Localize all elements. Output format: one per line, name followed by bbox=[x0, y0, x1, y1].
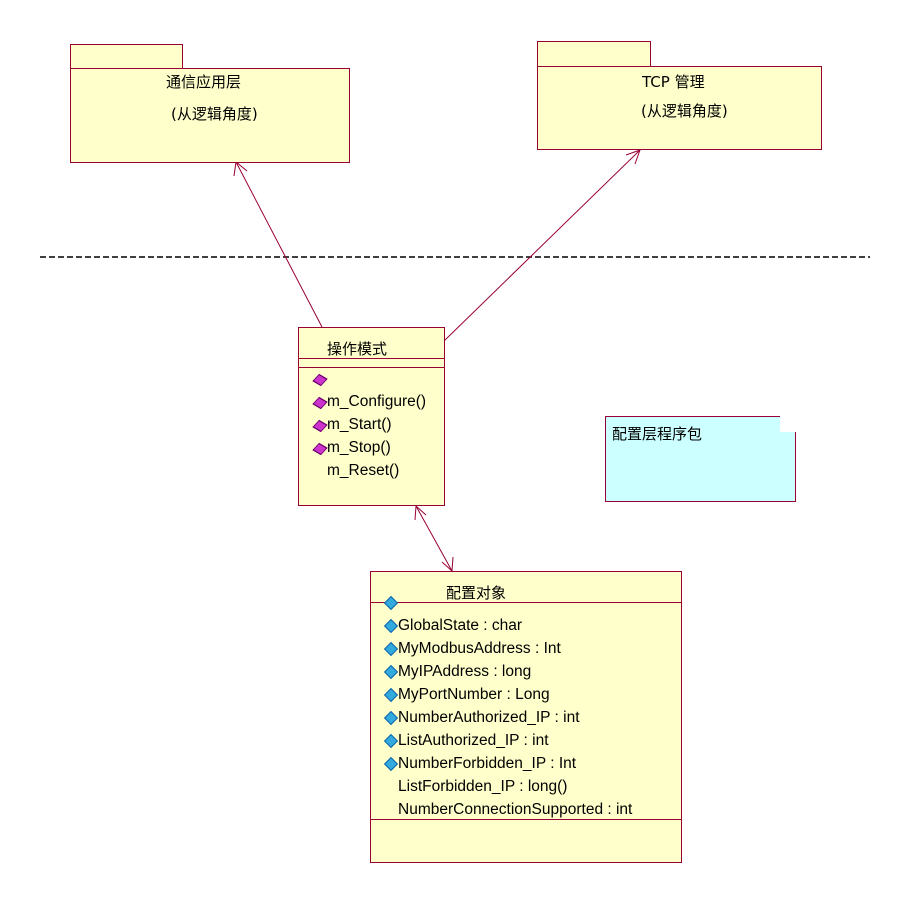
arrowhead-tcp bbox=[625, 149, 641, 165]
attribute-label: MyPortNumber : Long bbox=[398, 686, 550, 703]
dependency-mode-to-tcp[interactable] bbox=[443, 149, 641, 342]
package-comm-title: 通信应用层 bbox=[166, 73, 242, 91]
operation-label: m_Start() bbox=[327, 416, 392, 433]
arrowhead-config-up bbox=[414, 504, 427, 521]
attribute-label: MyModbusAddress : Int bbox=[398, 640, 561, 657]
class-config-divider bbox=[371, 602, 681, 603]
operation-row[interactable] bbox=[299, 368, 444, 390]
attribute-label: NumberForbidden_IP : Int bbox=[398, 755, 577, 772]
class-mode[interactable]: 操作模式 m_Configure() m_Start() m_Stop() m_Res… bbox=[298, 327, 445, 506]
operation-row[interactable]: m_Reset() bbox=[299, 460, 444, 482]
attribute-label: NumberConnectionSupported : int bbox=[398, 801, 633, 818]
note-text: 配置层程序包 bbox=[612, 425, 703, 443]
attribute-icon bbox=[383, 733, 399, 749]
operation-label: m_Configure() bbox=[327, 393, 427, 410]
class-mode-name: 操作模式 bbox=[327, 340, 388, 358]
operation-icon bbox=[312, 419, 328, 433]
operation-row[interactable]: m_Configure() bbox=[299, 391, 444, 413]
package-tcp-title: TCP 管理 bbox=[642, 73, 705, 91]
operation-row[interactable]: m_Start() bbox=[299, 414, 444, 436]
package-comm-tab[interactable] bbox=[70, 44, 183, 69]
operation-icon bbox=[312, 373, 328, 387]
attribute-row[interactable]: ListAuthorized_IP : int bbox=[371, 730, 681, 752]
attribute-row[interactable]: ListForbidden_IP : long() bbox=[371, 776, 681, 798]
attribute-row[interactable]: NumberAuthorized_IP : int bbox=[371, 707, 681, 729]
association-mode-config[interactable] bbox=[415, 505, 453, 572]
note-config-package[interactable]: 配置层程序包 bbox=[605, 416, 796, 502]
attribute-label: MyIPAddress : long bbox=[398, 663, 532, 680]
attribute-row[interactable]: GlobalState : char bbox=[371, 615, 681, 637]
attribute-label: ListForbidden_IP : long() bbox=[398, 778, 568, 795]
dependency-mode-to-comm[interactable] bbox=[235, 161, 323, 328]
package-tcp-tab[interactable] bbox=[537, 41, 651, 67]
operation-icon bbox=[312, 396, 328, 410]
operation-icon bbox=[312, 442, 328, 456]
attribute-row[interactable]: NumberConnectionSupported : int bbox=[371, 799, 681, 821]
operation-label: m_Reset() bbox=[327, 462, 400, 479]
class-config-divider-2 bbox=[371, 819, 681, 820]
note-corner-mask bbox=[780, 416, 797, 432]
attribute-icon bbox=[383, 618, 399, 634]
attribute-row[interactable]: MyIPAddress : long bbox=[371, 661, 681, 683]
attribute-row[interactable]: MyModbusAddress : Int bbox=[371, 638, 681, 660]
class-mode-operations: m_Configure() m_Start() m_Stop() m_Reset() bbox=[299, 368, 444, 488]
attribute-label: GlobalState : char bbox=[398, 617, 523, 634]
package-comm[interactable]: 通信应用层 (从逻辑角度) bbox=[70, 68, 350, 163]
class-mode-divider-2 bbox=[299, 367, 444, 368]
attribute-label: ListAuthorized_IP : int bbox=[398, 732, 549, 749]
arrowhead-comm bbox=[233, 161, 248, 177]
package-tcp[interactable]: TCP 管理 (从逻辑角度) bbox=[537, 66, 822, 150]
attribute-icon bbox=[383, 687, 399, 703]
operation-label: m_Stop() bbox=[327, 439, 391, 456]
attribute-icon bbox=[383, 641, 399, 657]
class-mode-divider bbox=[299, 358, 444, 359]
operation-row[interactable]: m_Stop() bbox=[299, 437, 444, 459]
class-config-name: 配置对象 bbox=[446, 584, 507, 602]
attribute-label: NumberAuthorized_IP : int bbox=[398, 709, 580, 726]
attribute-row[interactable] bbox=[371, 592, 681, 614]
attribute-icon bbox=[383, 756, 399, 772]
attribute-row[interactable]: MyPortNumber : Long bbox=[371, 684, 681, 706]
attribute-row[interactable]: NumberForbidden_IP : Int bbox=[371, 753, 681, 775]
attribute-icon bbox=[383, 664, 399, 680]
attribute-icon bbox=[383, 595, 399, 611]
package-tcp-subtitle: (从逻辑角度) bbox=[641, 102, 728, 120]
attribute-icon bbox=[383, 710, 399, 726]
package-comm-subtitle: (从逻辑角度) bbox=[171, 105, 258, 123]
